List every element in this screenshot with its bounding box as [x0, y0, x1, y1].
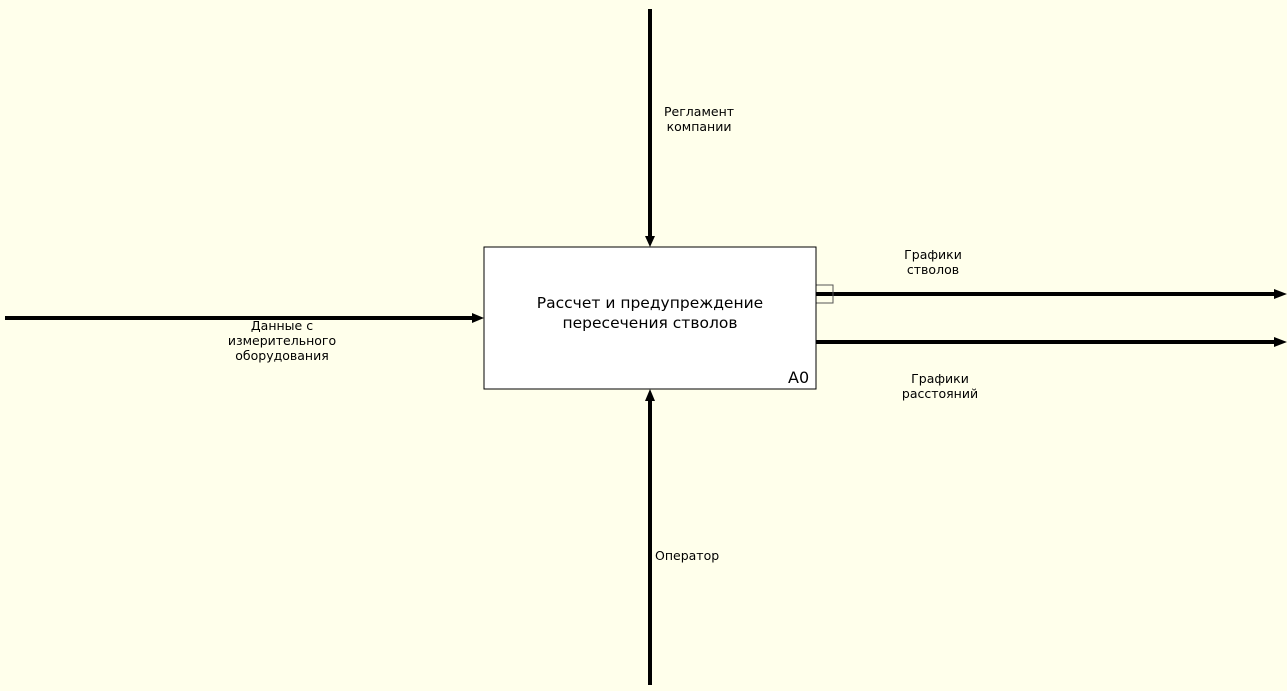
output-arrowhead-stvolov: [1274, 289, 1287, 299]
mechanism-arrowhead: [645, 389, 655, 401]
input-label-line2: измерительного: [227, 333, 337, 348]
output-label-stvolov-line2: стволов: [906, 262, 960, 277]
output-label-stvolov-line1: Графики: [904, 247, 962, 262]
control-label-line2: компании: [666, 119, 732, 134]
input-label-line3: оборудования: [235, 348, 329, 363]
output-label-stvolov: Графики стволов: [893, 247, 973, 277]
output-label-rasstoyaniy-line1: Графики: [911, 371, 969, 386]
output-label-rasstoyaniy-line2: расстояний: [901, 386, 979, 401]
activity-title-line2: пересечения стволов: [562, 314, 738, 332]
mechanism-label-line1: Оператор: [655, 548, 720, 563]
activity-title-line1: Рассчет и предупреждение: [536, 294, 764, 312]
activity-id: A0: [788, 368, 810, 387]
input-arrowhead: [472, 313, 484, 323]
mechanism-label: Оператор: [655, 548, 719, 563]
tunnel-bracket-icon: [816, 284, 834, 304]
input-label-line1: Данные с: [250, 318, 314, 333]
control-label-line1: Регламент: [664, 104, 735, 119]
control-arrowhead: [645, 236, 655, 247]
control-label: Регламент компании: [664, 104, 734, 134]
output-arrowhead-rasstoyaniy: [1274, 337, 1287, 347]
activity-title: Рассчет и предупреждение пересечения ств…: [484, 293, 816, 333]
input-label: Данные с измерительного оборудования: [222, 318, 342, 363]
output-label-rasstoyaniy: Графики расстояний: [895, 371, 985, 401]
activity-box[interactable]: [483, 246, 817, 390]
